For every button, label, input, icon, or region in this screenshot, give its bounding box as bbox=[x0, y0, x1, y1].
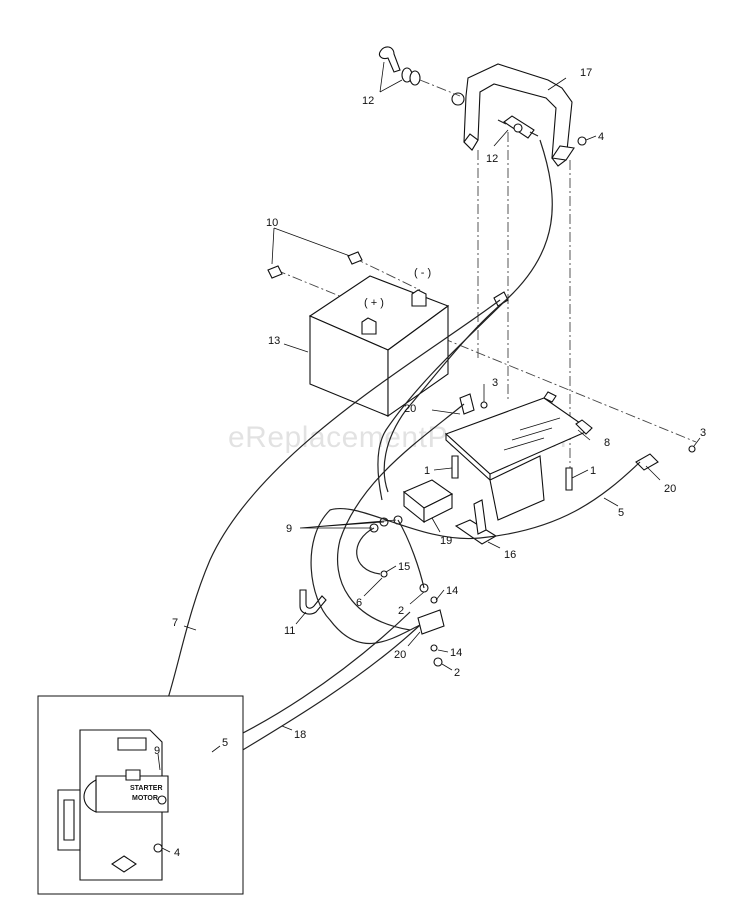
battery-positive-mark: ( + ) bbox=[364, 297, 384, 309]
callout-1: 1 bbox=[424, 465, 430, 477]
callout-2: 2 bbox=[398, 605, 404, 617]
callout-12: 12 bbox=[362, 95, 374, 107]
battery: ( + ) ( - ) bbox=[308, 267, 450, 418]
callout-14: 14 bbox=[446, 585, 458, 597]
callout-20: 20 bbox=[394, 649, 406, 661]
callout-8: 8 bbox=[604, 437, 610, 449]
cables bbox=[149, 139, 641, 801]
callout-5: 5 bbox=[618, 507, 624, 519]
callout-13: 13 bbox=[268, 335, 280, 347]
callout-1: 1 bbox=[590, 465, 596, 477]
callout-10: 10 bbox=[266, 217, 278, 229]
callout-15: 15 bbox=[398, 561, 410, 573]
callout-19: 19 bbox=[440, 535, 452, 547]
terminal-nuts bbox=[267, 251, 363, 279]
starter-motor-label-2: MOTOR bbox=[132, 795, 158, 802]
starter-motor-label-1: STARTER bbox=[130, 785, 163, 792]
callout-20: 20 bbox=[404, 403, 416, 415]
solenoid bbox=[402, 479, 454, 524]
callout-4: 4 bbox=[174, 847, 180, 859]
key-and-nut bbox=[378, 46, 421, 86]
callout-9: 9 bbox=[154, 745, 160, 757]
fasteners bbox=[369, 136, 696, 667]
callout-11: 11 bbox=[284, 625, 295, 637]
callout-3: 3 bbox=[492, 377, 498, 389]
callout-6: 6 bbox=[356, 597, 362, 609]
mounting-bracket bbox=[451, 63, 575, 167]
callouts: 12 17 4 12 10 13 3 20 8 3 1 1 20 5 9 19 … bbox=[154, 67, 706, 859]
callout-2: 2 bbox=[454, 667, 460, 679]
leader-lines bbox=[157, 61, 701, 853]
callout-3: 3 bbox=[700, 427, 706, 439]
callout-12: 12 bbox=[486, 153, 498, 165]
callout-16: 16 bbox=[504, 549, 516, 561]
battery-negative-mark: ( - ) bbox=[414, 267, 431, 279]
callout-5: 5 bbox=[222, 737, 228, 749]
callout-14: 14 bbox=[450, 647, 462, 659]
callout-20: 20 bbox=[664, 483, 676, 495]
callout-7: 7 bbox=[172, 617, 178, 629]
callout-4: 4 bbox=[598, 131, 604, 143]
cable-clip bbox=[299, 589, 327, 615]
callout-9: 9 bbox=[286, 523, 292, 535]
ignition-switch bbox=[497, 115, 539, 139]
callout-18: 18 bbox=[294, 729, 306, 741]
engine-inset: STARTER MOTOR bbox=[37, 695, 244, 895]
battery-tray bbox=[444, 391, 593, 545]
callout-17: 17 bbox=[580, 67, 592, 79]
